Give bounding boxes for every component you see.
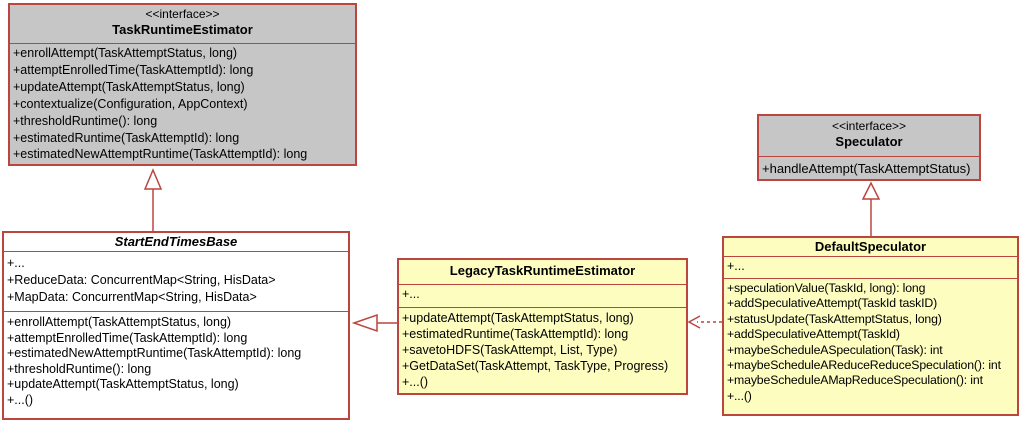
method-row: +savetoHDFS(TaskAttempt, List, Type) (402, 343, 618, 357)
attribute-row: +MapData: ConcurrentMap<String, HisData> (7, 290, 257, 305)
method-row: +contextualize(Configuration, AppContext… (13, 96, 248, 111)
inheritance-arrow-setb-to-taskruntimeestimator (143, 168, 163, 231)
method-row: +updateAttempt(TaskAttemptStatus, long) (13, 79, 245, 94)
method-row: +estimatedNewAttemptRuntime(TaskAttemptI… (13, 147, 308, 162)
class-name: StartEndTimesBase (114, 234, 238, 249)
class-header: <<interface>> TaskRuntimeEstimator (10, 5, 355, 43)
class-box-start-end-times-base: StartEndTimesBase +... +ReduceData: Conc… (2, 231, 350, 420)
inheritance-arrow-defaultspeculator-to-speculator (861, 181, 881, 236)
method-row: +maybeScheduleAMapReduceSpeculation(): i… (727, 373, 983, 388)
method-row: +maybeScheduleAReduceReduceSpeculation()… (727, 358, 1001, 373)
dependency-arrow-defaultspeculator-to-legacy (687, 315, 722, 329)
attributes-compartment: +... (399, 284, 686, 307)
method-row: +thresholdRuntime(): long (13, 113, 158, 128)
methods-compartment: +enrollAttempt(TaskAttemptStatus, long) … (4, 311, 348, 409)
class-box-speculator: <<interface>> Speculator +handleAttempt(… (757, 114, 981, 181)
method-row: +estimatedRuntime(TaskAttemptId): long (13, 130, 240, 145)
attributes-compartment: +... +ReduceData: ConcurrentMap<String, … (4, 251, 348, 311)
method-row: +maybeScheduleASpeculation(Task): int (727, 342, 943, 357)
class-header: StartEndTimesBase (4, 233, 348, 251)
method-row: +statusUpdate(TaskAttemptStatus, long) (727, 311, 942, 326)
attribute-row: +... (402, 287, 420, 301)
method-row: +...() (402, 375, 429, 389)
class-name: TaskRuntimeEstimator (112, 22, 253, 37)
class-header: DefaultSpeculator (724, 238, 1017, 256)
method-row: +enrollAttempt(TaskAttemptStatus, long) (7, 315, 232, 329)
method-row: +attemptEnrolledTime(TaskAttemptId): lon… (13, 62, 254, 77)
method-row: +updateAttempt(TaskAttemptStatus, long) (7, 377, 239, 391)
class-box-legacy-task-runtime-estimator: LegacyTaskRuntimeEstimator +... +updateA… (397, 258, 688, 395)
class-name: DefaultSpeculator (814, 239, 927, 254)
class-header: <<interface>> Speculator (759, 116, 979, 156)
method-row: +enrollAttempt(TaskAttemptStatus, long) (13, 46, 238, 60)
methods-compartment: +updateAttempt(TaskAttemptStatus, long) … (399, 307, 686, 391)
attribute-row: +ReduceData: ConcurrentMap<String, HisDa… (7, 273, 276, 288)
method-row: +handleAttempt(TaskAttemptStatus) (762, 161, 971, 176)
class-name: LegacyTaskRuntimeEstimator (449, 263, 636, 278)
class-box-default-speculator: DefaultSpeculator +... +speculationValue… (722, 236, 1019, 416)
method-row: +attemptEnrolledTime(TaskAttemptId): lon… (7, 330, 248, 345)
method-row: +thresholdRuntime(): long (7, 361, 152, 376)
method-row: +...() (7, 392, 34, 407)
method-row: +addSpeculativeAttempt(TaskId) (727, 327, 900, 342)
class-name: Speculator (835, 134, 903, 149)
method-row: +estimatedNewAttemptRuntime(TaskAttemptI… (7, 346, 302, 360)
attribute-row: +... (727, 259, 745, 273)
method-row: +updateAttempt(TaskAttemptStatus, long) (402, 311, 634, 325)
attribute-row: +... (7, 256, 25, 270)
method-row: +GetDataSet(TaskAttempt, TaskType, Progr… (402, 359, 669, 373)
method-row: +...() (727, 388, 752, 403)
class-header: LegacyTaskRuntimeEstimator (399, 260, 686, 284)
methods-compartment: +handleAttempt(TaskAttemptStatus) (759, 156, 979, 178)
inheritance-arrow-legacy-to-setb (351, 313, 397, 333)
class-box-task-runtime-estimator: <<interface>> TaskRuntimeEstimator +enro… (8, 3, 357, 166)
stereotype-label: <<interface>> (831, 119, 907, 133)
attributes-compartment: +... (724, 256, 1017, 278)
method-row: +speculationValue(TaskId, long): long (727, 281, 926, 295)
stereotype-label: <<interface>> (145, 7, 220, 21)
methods-compartment: +enrollAttempt(TaskAttemptStatus, long) … (10, 43, 355, 164)
method-row: +estimatedRuntime(TaskAttemptId): long (402, 327, 629, 341)
methods-compartment: +speculationValue(TaskId, long): long +a… (724, 278, 1017, 405)
method-row: +addSpeculativeAttempt(TaskId taskID) (727, 296, 938, 311)
